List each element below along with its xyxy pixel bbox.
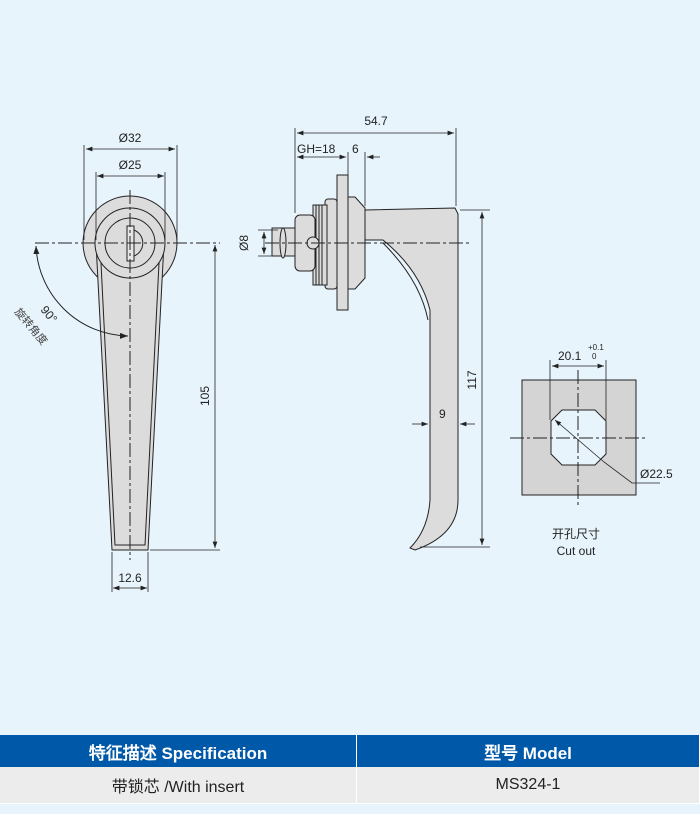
- dim-cutout-diagonal: Ø22.5: [640, 467, 673, 481]
- technical-drawing: Ø32 Ø25 105 12.6 90° 旋转角度 54.7 GH=18 6 Ø…: [12, 114, 673, 592]
- front-dimensions: [83, 145, 220, 592]
- tolerance-lower: 0: [592, 352, 597, 361]
- tolerance-upper: +0.1: [588, 343, 604, 352]
- dim-pin-dia-8: Ø8: [237, 235, 251, 251]
- cell-specification: 带锁芯 /With insert: [0, 767, 357, 804]
- dim-dia-25: Ø25: [119, 158, 142, 172]
- dim-angle-90: 90°: [38, 303, 61, 326]
- table-header-row: 特征描述 Specification 型号 Model: [0, 735, 700, 767]
- cutout-label-en: Cut out: [557, 544, 596, 558]
- dim-thickness-9: 9: [439, 407, 446, 421]
- dim-height-105: 105: [198, 386, 212, 406]
- cutout-view: [510, 370, 660, 505]
- side-dimensions: [258, 128, 490, 548]
- header-specification: 特征描述 Specification: [0, 735, 357, 767]
- dim-grip-height: GH=18: [297, 142, 336, 156]
- dim-height-117: 117: [465, 370, 479, 389]
- dim-dia-32: Ø32: [119, 131, 142, 145]
- table-row: 带锁芯 /With insert MS324-1: [0, 767, 700, 804]
- side-view: [265, 174, 470, 551]
- header-model: 型号 Model: [356, 735, 700, 767]
- dim-cutout-width: 20.1: [558, 349, 582, 363]
- spec-table: 特征描述 Specification 型号 Model 带锁芯 /With in…: [0, 735, 700, 804]
- dim-length-54-7: 54.7: [364, 114, 388, 128]
- cutout-dimensions: [549, 360, 607, 420]
- dim-width-12-6: 12.6: [118, 571, 142, 585]
- cell-model: MS324-1: [356, 767, 700, 804]
- dim-flange-6: 6: [352, 142, 359, 156]
- front-view: [33, 190, 220, 560]
- cutout-label-cn: 开孔尺寸: [552, 527, 600, 541]
